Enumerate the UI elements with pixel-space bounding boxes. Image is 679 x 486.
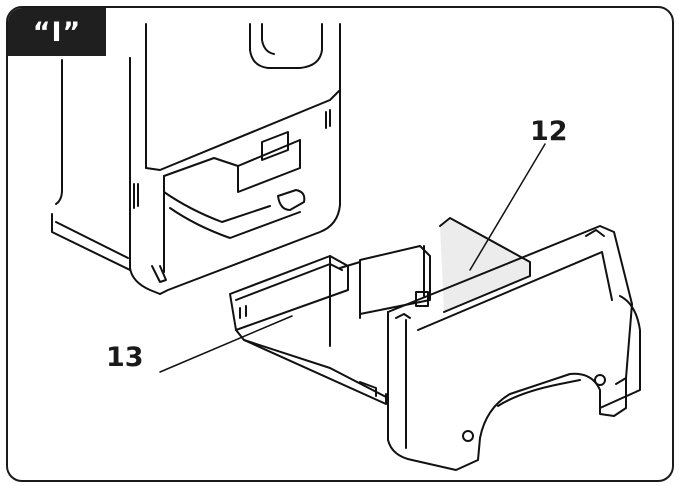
container-slot	[239, 305, 247, 319]
front-panel-outline	[387, 225, 633, 385]
cavity-top	[163, 139, 301, 177]
body-side-seam	[55, 221, 129, 259]
body-side-panel	[51, 57, 131, 271]
body-slot-right	[325, 109, 331, 129]
body-slot-left	[133, 183, 139, 209]
container-foot	[359, 381, 377, 397]
front-panel-hole-left	[462, 430, 474, 442]
cavity-latch	[261, 131, 289, 161]
cavity-back-block	[237, 139, 301, 193]
drawer-cavity	[151, 131, 306, 283]
leader-line-13	[159, 315, 293, 373]
drip-tray-assembly	[359, 217, 641, 471]
container-divider	[339, 261, 361, 319]
step-label-box: “I”	[8, 8, 106, 56]
appliance-body	[51, 23, 341, 295]
front-panel-hole-right	[594, 374, 606, 386]
body-front-bottom	[145, 23, 341, 171]
front-panel-top-line	[417, 251, 613, 331]
callout-number-13: 13	[106, 342, 144, 373]
container-inner-rim	[235, 263, 343, 301]
cavity-floor-line	[163, 191, 271, 223]
cavity-floor-line-2	[169, 207, 301, 239]
drip-plate	[439, 217, 531, 313]
front-panel-clip-right	[585, 229, 605, 237]
leader-line-12	[469, 143, 546, 271]
cavity-corner-clip	[151, 265, 167, 283]
front-panel-face	[387, 295, 641, 471]
body-front-left	[129, 57, 161, 295]
container-base	[235, 329, 387, 405]
body-right-edge	[159, 89, 341, 295]
front-panel-clip-left	[395, 313, 411, 319]
grounds-container	[229, 255, 389, 405]
cavity-tab	[277, 189, 306, 211]
drip-inner-box	[359, 245, 431, 315]
front-panel-cutout-line	[497, 379, 581, 407]
callout-number-12: 12	[530, 116, 568, 147]
body-left-edge	[55, 59, 63, 205]
container-bottom-line	[243, 339, 389, 399]
body-top-handle	[249, 23, 323, 69]
body-handle-inner	[261, 23, 275, 55]
step-label: “I”	[32, 16, 82, 48]
front-panel-foot	[599, 377, 627, 417]
container-rim	[229, 255, 349, 331]
